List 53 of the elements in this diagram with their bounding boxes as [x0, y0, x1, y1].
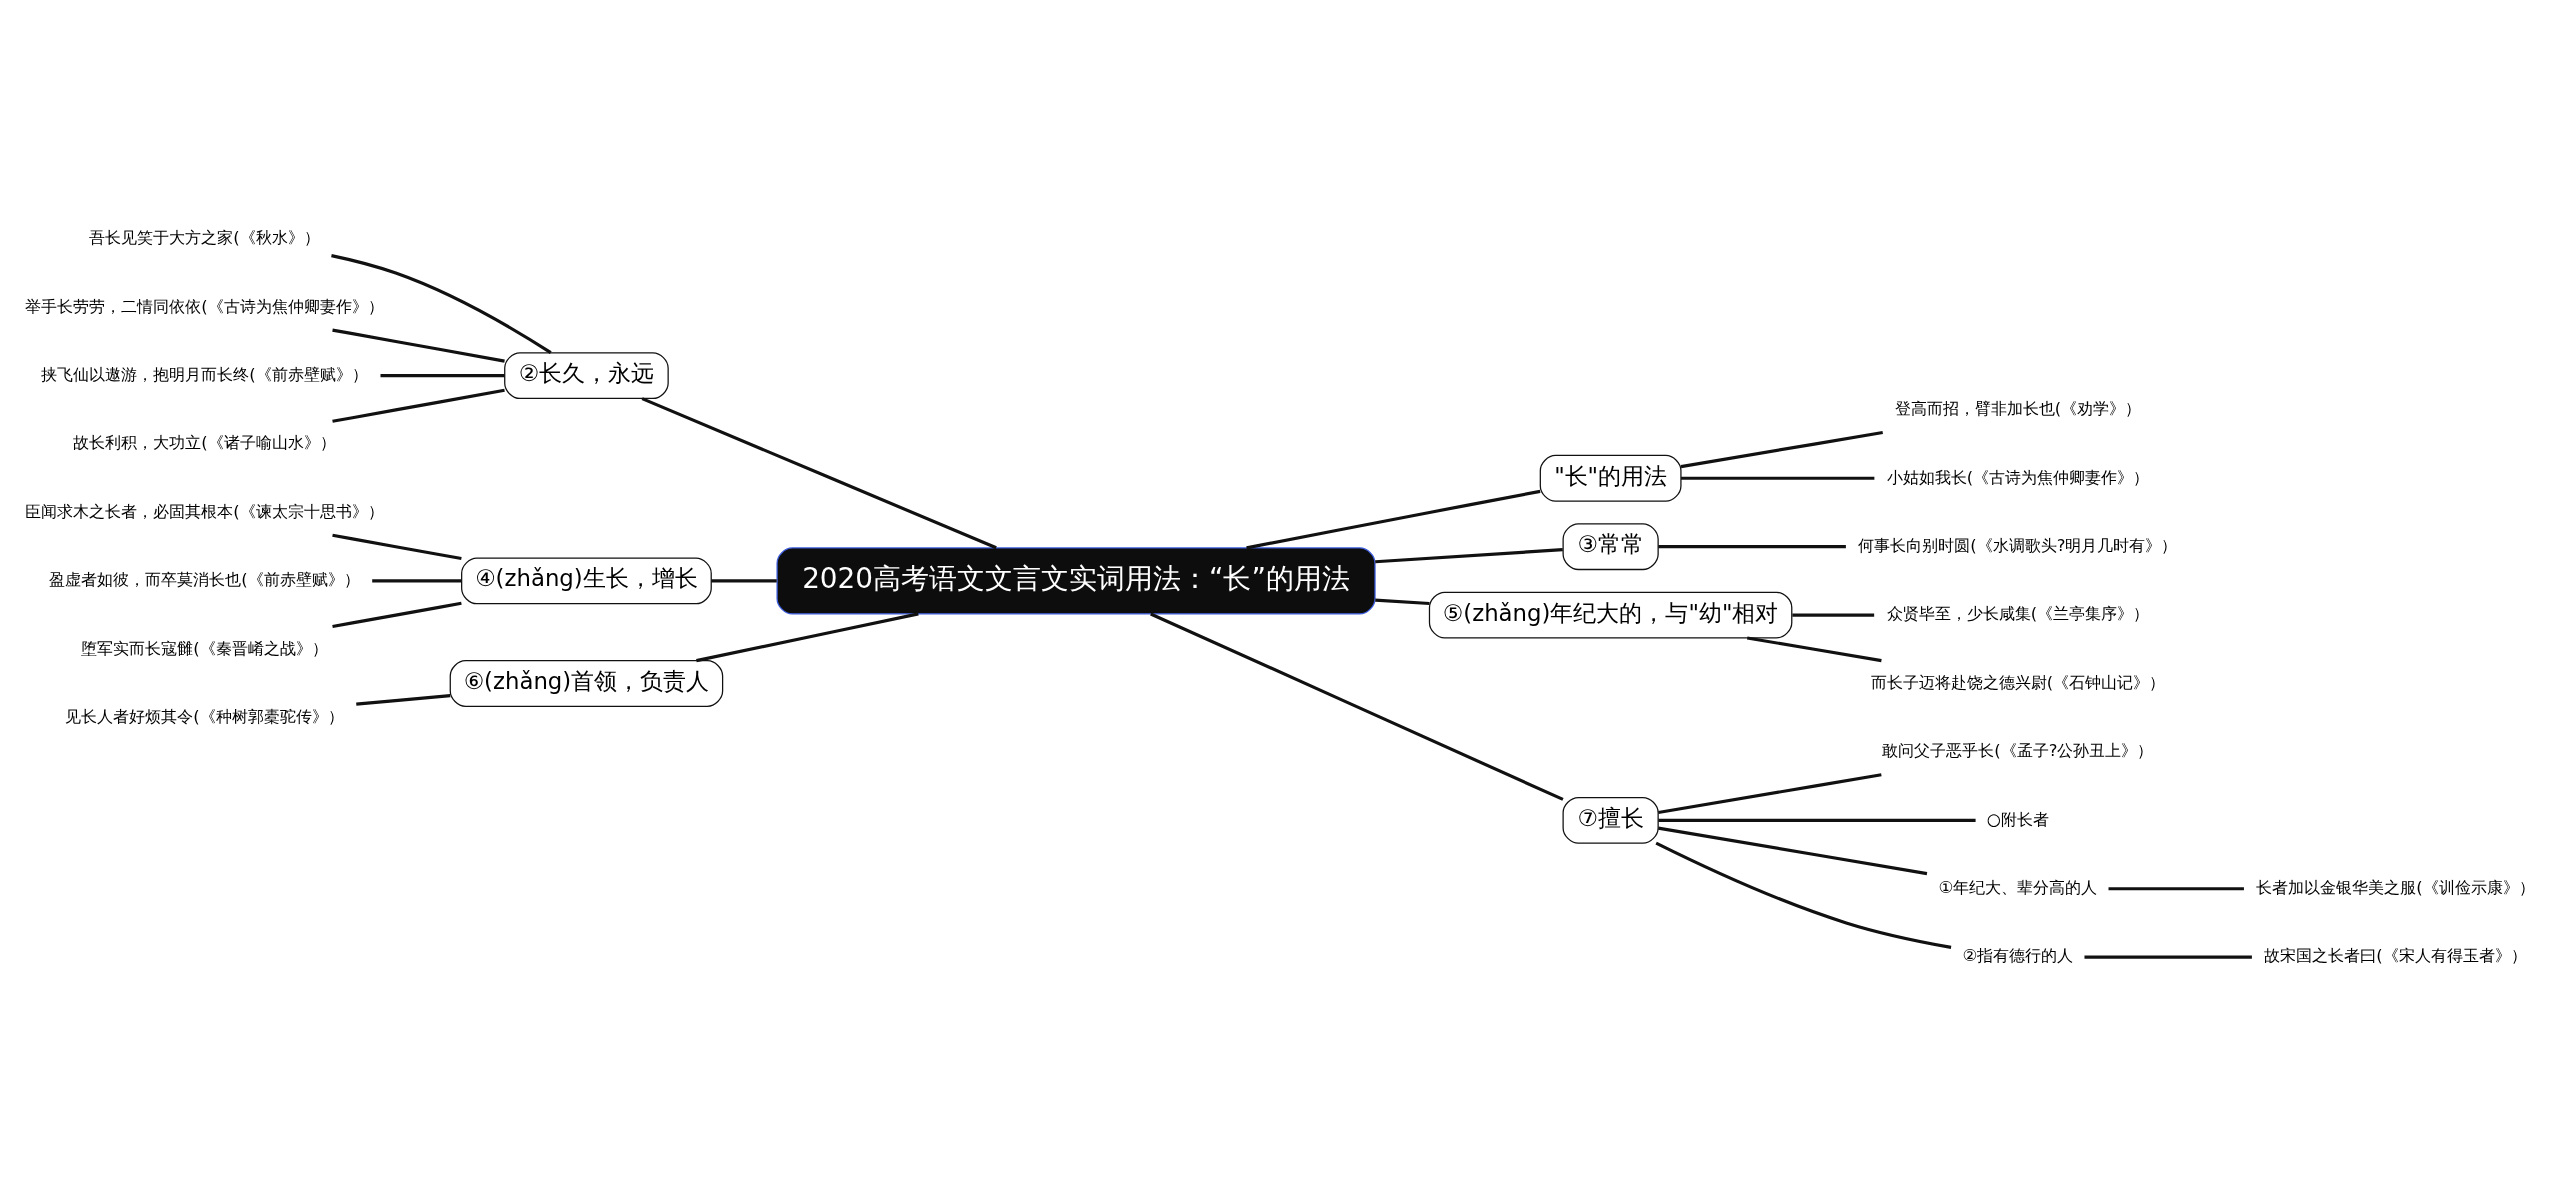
node-text: 见长人者好烦其令(《种树郭橐驼传》）: [65, 706, 344, 726]
connector: [332, 601, 462, 628]
connector: [1658, 772, 1882, 814]
connector: [1658, 818, 1976, 822]
connector: [1746, 635, 1882, 662]
connector: [380, 373, 505, 377]
connector: [1680, 430, 1883, 468]
node-text: ○附长者: [1986, 809, 2050, 829]
node-text: 而长子迈将赴饶之德兴尉(《石钟山记》）: [1870, 672, 2166, 692]
connector: [1150, 612, 1564, 801]
connector: [696, 611, 919, 662]
connector: [1658, 544, 1846, 548]
connector: [1792, 613, 1875, 617]
connector: [1375, 597, 1430, 605]
connector: [1658, 826, 1928, 875]
node-text: 盈虚者如彼，而卒莫消长也(《前赤壁赋》）: [49, 569, 360, 589]
connector: [356, 693, 451, 706]
node-box: ③常常: [1562, 522, 1659, 570]
node-box: ⑤(zhǎng)年纪大的，与"幼"相对: [1428, 591, 1793, 639]
connector: [2084, 955, 2252, 959]
node-text: 敢问父子恶乎长(《孟子?公孙丑上》）: [1882, 740, 2154, 760]
connector: [332, 328, 505, 363]
node-text: 吾长见笑于大方之家(《秋水》）: [89, 227, 320, 247]
node-text: 故宋国之长者曰(《宋人有得玉者》）: [2264, 945, 2527, 965]
node-text: ①年纪大、辈分高的人: [1938, 877, 2098, 897]
node-text: 堕军实而长寇雠(《秦晋崤之战》）: [81, 638, 328, 658]
node-text: 何事长向别时圆(《水调歌头?明月几时有》）: [1858, 535, 2178, 555]
connector: [372, 578, 462, 582]
node-text: 挟飞仙以遨游，抱明月而长终(《前赤壁赋》）: [41, 364, 368, 384]
node-box: ⑥(zhǎng)首领，负责人: [449, 659, 724, 707]
node-box: 2020高考语文文言文实词用法：“长”的用法: [776, 546, 1376, 614]
node-text: 众贤毕至，少长咸集(《兰亭集序》）: [1886, 603, 2150, 623]
connector: [1375, 547, 1563, 563]
connector: [332, 388, 505, 423]
node-text: ②指有德行的人: [1962, 945, 2074, 965]
connector: [332, 533, 462, 560]
node-box: "长"的用法: [1539, 454, 1682, 502]
node-text: 长者加以金银华美之服(《训俭示康》）: [2256, 877, 2535, 897]
connector: [641, 396, 997, 549]
connector: [1246, 489, 1541, 549]
connector: [1681, 476, 1875, 480]
node-box: ④(zhǎng)生长，增长: [461, 556, 712, 604]
node-text: 小姑如我长(《古诗为焦仲卿妻作》）: [1886, 467, 2150, 487]
connector: [711, 578, 777, 582]
node-text: 登高而招，臂非加长也(《劝学》）: [1894, 398, 2142, 418]
node-box: ②长久，永远: [504, 351, 669, 399]
node-text: 臣闻求木之长者，必固其根本(《谏太宗十思书》）: [25, 501, 384, 521]
connector: [1655, 841, 1952, 949]
node-text: 举手长劳劳，二情同依依(《古诗为焦仲卿妻作》）: [25, 296, 384, 316]
node-box: ⑦擅长: [1562, 796, 1659, 844]
connector: [2108, 886, 2244, 890]
connector: [331, 253, 552, 354]
node-text: 故长利积，大功立(《诸子喻山水》）: [73, 432, 336, 452]
